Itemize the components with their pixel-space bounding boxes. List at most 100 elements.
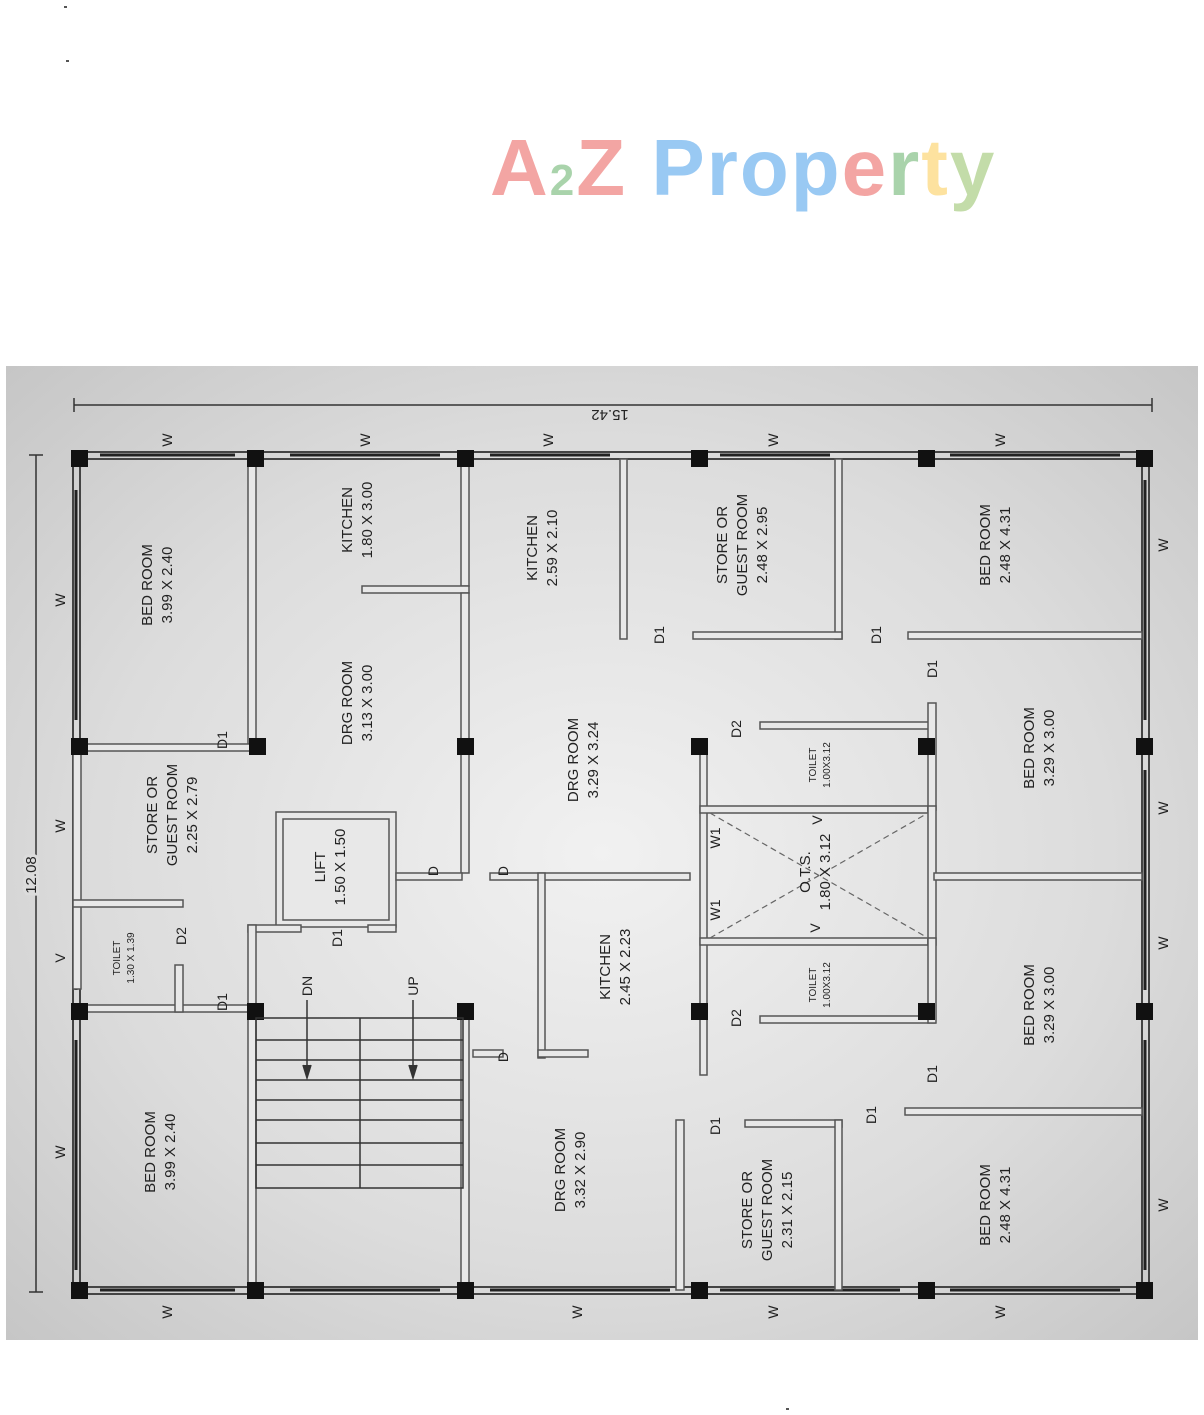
room-name: GUEST ROOM [734,494,751,596]
door-mark: D2 [728,1009,744,1027]
window-strips [74,453,1147,1292]
room-name: BED ROOM [142,1111,159,1193]
room-size: 3.32 X 2.90 [572,1132,589,1209]
room-name: LIFT [312,852,329,883]
room-size: 1.30 X 1.39 [126,932,137,984]
door-mark: D2 [728,720,744,738]
room-size: 2.31 X 2.15 [779,1172,796,1249]
window-mark: W [569,1305,585,1319]
overall-width-label: 15.42 [591,406,629,423]
door-mark: D1 [214,731,230,749]
room-name: KITCHEN [597,934,614,1000]
door-mark: D1 [868,626,884,644]
watermark-letter: o [739,123,791,212]
door-mark: D [495,1052,511,1062]
ventilator-mark: V [809,815,825,825]
window1-mark: W1 [707,899,723,920]
watermark-letter: A [490,123,550,212]
room-name: TOILET [808,748,819,783]
window-mark: W [159,1305,175,1319]
ots-void [709,812,929,939]
door-mark: D [495,866,511,876]
room-name: TOILET [808,968,819,1003]
floor-plan-background [6,366,1198,1340]
room-size: 3.13 X 3.00 [359,665,376,742]
window-mark: W [765,1305,781,1319]
room-size: 3.99 X 2.40 [162,1114,179,1191]
room-name: KITCHEN [524,515,541,581]
door-mark: D1 [651,626,667,644]
window-mark: W [992,433,1008,447]
watermark-letter: r [706,123,740,212]
watermark-letter: y [949,123,997,212]
scan-speck [66,60,69,62]
room-size: 3.29 X 3.24 [585,722,602,799]
window-mark: W [52,593,68,607]
window-mark: W [52,1145,68,1159]
room-name: DRG ROOM [339,661,356,745]
room-size: 2.25 X 2.79 [184,777,201,854]
room-size: 3.99 X 2.40 [159,547,176,624]
window-mark: W [357,433,373,447]
room-name: BED ROOM [139,544,156,626]
watermark-letter: t [921,123,950,212]
scan-speck [786,1408,789,1410]
overall-depth-label: 12.08 [23,856,40,894]
room-name: DRG ROOM [552,1128,569,1212]
room-size: 2.48 X 2.95 [754,507,771,584]
room-size: 2.48 X 4.31 [997,1167,1014,1244]
dimension-lines [29,398,1153,1293]
room-name: GUEST ROOM [759,1159,776,1261]
window1-mark: W1 [707,827,723,848]
door-mark: D1 [924,660,940,678]
window-mark: W [1155,936,1171,950]
room-size: 1.00X3.12 [822,962,833,1008]
door-mark: D [425,866,441,876]
room-size: 2.59 X 2.10 [544,510,561,587]
door-mark: D1 [707,1117,723,1135]
room-name: BED ROOM [1021,964,1038,1046]
room-name: KITCHEN [339,487,356,553]
door-mark: D1 [863,1106,879,1124]
watermark-letter: 2 [549,156,577,205]
door-mark: D1 [924,1065,940,1083]
watermark-letter: r [888,123,922,212]
room-size: 1.80 X 3.12 [817,834,834,911]
window-mark: W [1155,538,1171,552]
watermark-letter: p [790,123,842,212]
room-name: BED ROOM [977,1164,994,1246]
room-name: O.T.S. [797,851,814,893]
interior-walls [72,458,1143,1291]
room-name: STORE OR [144,776,161,854]
scan-speck [64,6,67,8]
room-name: BED ROOM [977,504,994,586]
watermark-letter: e [841,123,889,212]
room-size: 3.29 X 3.00 [1041,710,1058,787]
door-mark: D1 [329,929,345,947]
window-mark: W [765,433,781,447]
stair-down-label: DN [299,976,315,996]
room-size: 2.45 X 2.23 [617,929,634,1006]
window-mark: W [992,1305,1008,1319]
room-name: BED ROOM [1021,707,1038,789]
watermark-letter: Z [576,123,628,212]
staircase [255,1000,464,1189]
room-size: 1.00X3.12 [822,742,833,788]
room-name: STORE OR [739,1171,756,1249]
room-name: TOILET [112,941,123,976]
structural-columns [71,450,1153,1299]
room-size: 1.50 X 1.50 [332,829,349,906]
room-size: 3.29 X 3.00 [1041,967,1058,1044]
room-name: GUEST ROOM [164,764,181,866]
stair-up-label: UP [405,976,421,995]
window-mark: W [159,433,175,447]
window-mark: W [1155,1198,1171,1212]
ventilator-mark: V [52,953,68,963]
ventilator-mark: V [807,923,823,933]
window-mark: W [540,433,556,447]
door-mark: D1 [214,993,230,1011]
a2z-property-watermark: A2Z Property [490,128,996,208]
room-size: 1.80 X 3.00 [359,482,376,559]
watermark-letter: P [651,123,707,212]
